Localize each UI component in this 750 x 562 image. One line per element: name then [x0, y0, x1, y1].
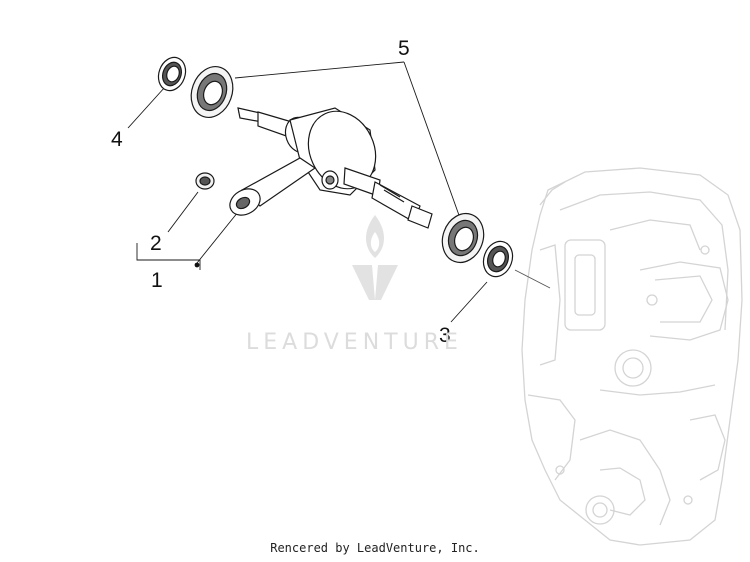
leader-line-4 — [127, 86, 166, 129]
leader-line-5a — [234, 61, 405, 79]
needle-bearing — [195, 172, 215, 190]
oil-seal-right — [482, 240, 514, 278]
callout-1: 1 — [151, 269, 163, 292]
bracket-1 — [136, 243, 201, 270]
callout-2: 2 — [150, 232, 162, 255]
leader-line-1 — [196, 211, 239, 264]
flame-v-logo-icon — [352, 215, 398, 300]
ball-bearing-left — [190, 66, 234, 118]
leader-line-3 — [450, 281, 488, 323]
watermark-text: LEADVENTURE — [246, 330, 463, 355]
axis-line-right — [514, 269, 551, 289]
connecting-rod — [229, 157, 317, 216]
credit-footer: Rencered by LeadVenture, Inc. — [270, 541, 480, 555]
leader-line-2 — [167, 191, 199, 233]
callout-3: 3 — [439, 324, 451, 347]
crankcase-housing — [521, 167, 743, 546]
bracket-dot — [194, 262, 200, 268]
crankshaft — [237, 107, 433, 229]
callout-5: 5 — [398, 37, 410, 60]
leader-line-5b — [403, 61, 461, 219]
leader-lines — [127, 61, 551, 323]
callout-4: 4 — [111, 128, 123, 151]
ball-bearing-right — [441, 212, 485, 264]
oil-seal-left — [157, 56, 187, 92]
